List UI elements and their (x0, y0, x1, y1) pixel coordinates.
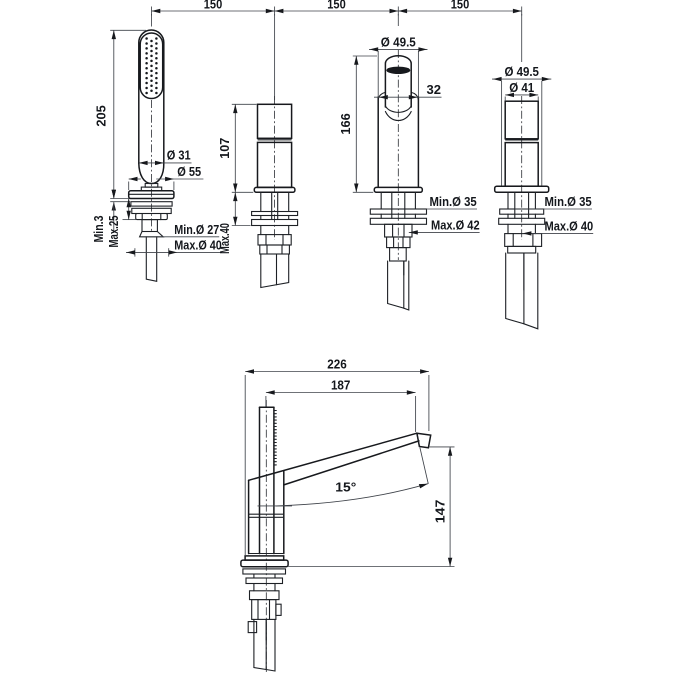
dim-label-spout-diameter: Ø 49.5 (381, 35, 416, 49)
spout-front-view (369, 50, 428, 311)
dim-label-handle-right-hole-max: Max.Ø 40 (545, 219, 594, 233)
side-view-dimensions: 226 187 15° 147 (244, 357, 455, 567)
handle-left-dimensions: 107 Max.40 (218, 103, 257, 254)
handle-left-front-view (251, 96, 299, 289)
dim-label-spout-hole-min: Min.Ø 35 (430, 195, 477, 209)
dim-label-spacing-1: 150 (204, 0, 223, 12)
spout-side-view (240, 400, 432, 672)
dim-label-spout-height-side: 147 (433, 500, 447, 524)
hand-shower-front-view (127, 29, 175, 282)
dim-label-spout-hole-max: Max.Ø 42 (431, 218, 480, 232)
hand-shower-dimensions: 205 Ø 31 Ø 55 Min.3 Max.25 Min.Ø 27 (92, 29, 222, 257)
dim-label-deck-max: Max.25 (107, 215, 121, 247)
spray-nozzle-dots (145, 37, 158, 95)
handle-right-front-view (493, 81, 550, 330)
dim-hole-spacing: 150 150 150 (151, 0, 523, 100)
dim-label-handle-right-body: Ø 41 (509, 81, 534, 95)
dim-label-hand-shower-diameter: Ø 31 (167, 149, 191, 163)
dim-label-spout-nose: 32 (427, 83, 442, 97)
dim-label-hole-max-1: Max.Ø 40 (174, 238, 222, 252)
dim-label-spout-reach: 187 (331, 378, 351, 392)
dim-label-hole-min-1: Min.Ø 27 (174, 223, 219, 237)
handle-right-dimensions: Ø 49.5 Ø 41 Min.Ø 35 Max.Ø 40 (492, 65, 593, 236)
dim-label-spacing-2: 150 (327, 0, 346, 12)
dim-label-deck-min: Min.3 (92, 215, 106, 242)
dim-label-spout-height: 166 (339, 113, 353, 134)
dim-label-spout-angle: 15° (335, 481, 356, 495)
dim-label-handle-right-outer: Ø 49.5 (504, 65, 539, 79)
dim-label-hand-shower-height: 205 (95, 105, 109, 126)
spout-dimensions: Ø 49.5 32 166 Min.Ø 35 Max.Ø 42 (339, 35, 480, 235)
dim-label-hand-shower-flange: Ø 55 (177, 165, 201, 179)
dim-label-handle-left-deck-max: Max.40 (218, 223, 232, 254)
dim-label-overall-reach: 226 (327, 357, 347, 371)
spray-face-side-ticks (273, 409, 277, 466)
spout-mouth-opening (386, 66, 411, 75)
dim-label-handle-right-hole-min: Min.Ø 35 (545, 195, 592, 209)
dim-label-handle-left-height: 107 (218, 138, 232, 159)
dim-label-spacing-3: 150 (451, 0, 470, 12)
